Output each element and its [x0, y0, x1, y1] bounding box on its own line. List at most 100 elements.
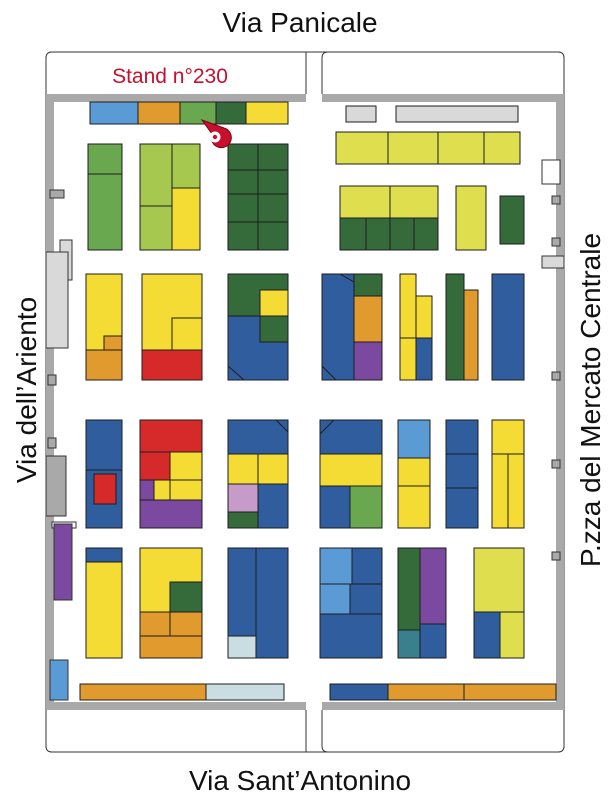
market-stand[interactable]	[87, 143, 123, 175]
market-stand[interactable]	[227, 547, 257, 637]
market-stand[interactable]	[321, 273, 355, 381]
market-stand[interactable]	[419, 547, 447, 625]
market-stand[interactable]	[85, 547, 123, 563]
market-stand[interactable]	[463, 289, 479, 381]
market-stand[interactable]	[349, 583, 383, 615]
market-stand[interactable]	[387, 683, 465, 701]
market-stand[interactable]	[349, 485, 383, 529]
market-stand[interactable]	[139, 611, 171, 637]
market-stand[interactable]	[463, 683, 557, 701]
market-stand[interactable]	[205, 683, 285, 701]
market-stand[interactable]	[397, 629, 421, 659]
market-stand[interactable]	[227, 511, 259, 529]
market-stand[interactable]	[365, 217, 391, 251]
market-stand[interactable]	[257, 143, 289, 171]
market-stand[interactable]	[227, 221, 259, 251]
market-stand[interactable]	[139, 451, 171, 481]
market-stand[interactable]	[259, 315, 289, 343]
market-stand[interactable]	[353, 341, 383, 381]
market-stand[interactable]	[491, 273, 525, 381]
market-stand[interactable]	[87, 173, 123, 251]
market-stand[interactable]	[335, 131, 389, 165]
market-stand[interactable]	[399, 273, 417, 339]
market-stand[interactable]	[139, 419, 203, 453]
market-stand[interactable]	[79, 683, 207, 701]
market-stand[interactable]	[351, 547, 383, 585]
market-stand[interactable]	[345, 105, 377, 123]
market-stand[interactable]	[171, 317, 203, 351]
market-stand[interactable]	[399, 337, 417, 381]
market-stand[interactable]	[85, 419, 123, 471]
market-stand[interactable]	[139, 499, 203, 529]
market-stand[interactable]	[227, 169, 259, 195]
market-stand[interactable]	[387, 131, 439, 165]
market-stand[interactable]	[319, 419, 383, 455]
market-stand[interactable]	[259, 289, 289, 317]
market-stand[interactable]	[227, 635, 257, 659]
market-stand[interactable]	[103, 335, 123, 351]
market-stand[interactable]	[473, 547, 525, 613]
market-stand[interactable]	[171, 187, 201, 251]
market-stand[interactable]	[419, 623, 447, 659]
market-stand[interactable]	[319, 485, 351, 529]
market-stand[interactable]	[215, 101, 247, 125]
market-stand[interactable]	[413, 217, 439, 251]
market-stand[interactable]	[395, 105, 519, 123]
market-stand[interactable]	[141, 349, 203, 381]
market-stand[interactable]	[139, 143, 173, 207]
stand-marker[interactable]: Stand n°230	[112, 65, 232, 149]
market-stand[interactable]	[339, 185, 391, 219]
market-stand[interactable]	[169, 451, 203, 481]
market-stand[interactable]	[507, 453, 525, 529]
market-stand[interactable]	[397, 547, 421, 631]
market-stand[interactable]	[319, 583, 351, 615]
market-stand[interactable]	[257, 193, 289, 223]
market-stand[interactable]	[227, 483, 259, 513]
market-stand[interactable]	[257, 221, 289, 251]
market-stand[interactable]	[491, 419, 525, 455]
market-stand[interactable]	[473, 611, 501, 659]
market-stand[interactable]	[179, 101, 217, 125]
market-stand[interactable]	[397, 457, 431, 487]
market-stand[interactable]	[499, 611, 525, 659]
market-stand[interactable]	[353, 295, 383, 343]
market-stand[interactable]	[137, 101, 181, 125]
market-stand[interactable]	[319, 453, 383, 487]
market-stand[interactable]	[445, 487, 479, 529]
market-stand[interactable]	[227, 419, 289, 455]
market-stand[interactable]	[139, 479, 155, 501]
market-stand[interactable]	[329, 683, 389, 701]
market-stand[interactable]	[437, 131, 485, 165]
market-stand[interactable]	[169, 611, 203, 637]
market-stand[interactable]	[257, 453, 289, 485]
market-stand[interactable]	[257, 169, 289, 195]
market-stand[interactable]	[483, 131, 521, 165]
market-stand[interactable]	[389, 217, 415, 251]
market-stand[interactable]	[89, 101, 139, 125]
market-stand[interactable]	[339, 217, 367, 251]
location-pin-icon[interactable]	[200, 118, 232, 149]
market-stand[interactable]	[139, 635, 203, 659]
market-stand[interactable]	[171, 143, 201, 189]
market-stand[interactable]	[353, 273, 383, 297]
market-stand[interactable]	[85, 349, 123, 381]
market-stand[interactable]	[227, 453, 259, 485]
market-stand[interactable]	[445, 453, 479, 489]
market-stand[interactable]	[93, 473, 117, 505]
market-stand[interactable]	[397, 419, 431, 459]
market-stand[interactable]	[415, 295, 433, 339]
market-stand[interactable]	[139, 205, 173, 251]
market-stand[interactable]	[415, 337, 433, 381]
market-stand[interactable]	[319, 613, 383, 659]
market-stand[interactable]	[153, 479, 171, 501]
market-stand[interactable]	[227, 143, 259, 171]
market-stand[interactable]	[499, 195, 525, 245]
market-stand[interactable]	[445, 419, 479, 455]
market-stand[interactable]	[491, 453, 509, 529]
market-stand[interactable]	[245, 101, 289, 125]
market-stand[interactable]	[255, 547, 289, 659]
market-stand[interactable]	[397, 485, 431, 529]
market-stand[interactable]	[455, 185, 487, 251]
market-stand[interactable]	[389, 185, 439, 219]
market-stand[interactable]	[319, 547, 353, 585]
